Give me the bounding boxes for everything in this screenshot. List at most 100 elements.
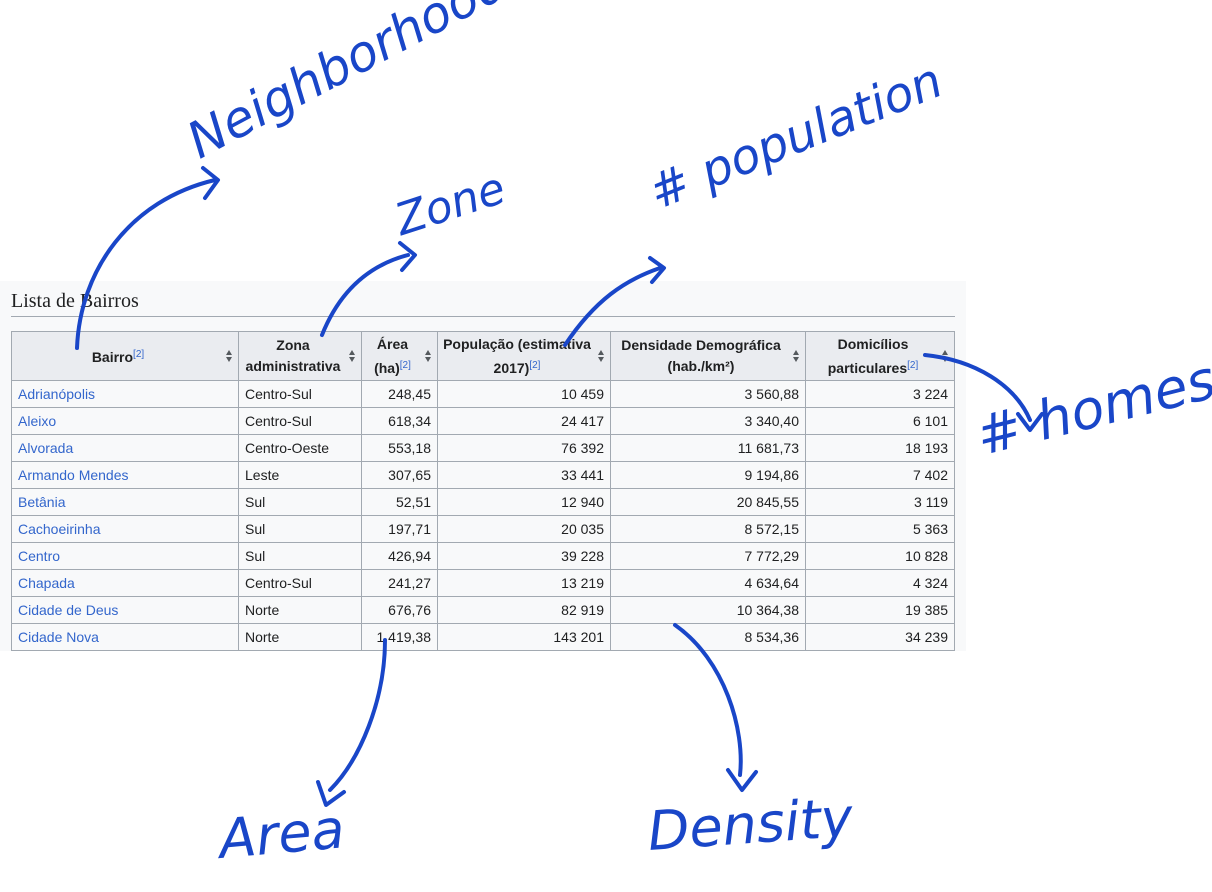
cell-densidade-demografica: 8 572,15: [610, 515, 806, 543]
cell-densidade-demografica: 3 340,40: [610, 407, 806, 435]
sort-icon[interactable]: [942, 350, 949, 362]
table-caption: Lista de Bairros: [11, 290, 139, 312]
cell-domicilios-particulares: 10 828: [805, 542, 955, 570]
cell-bairro: Armando Mendes: [11, 461, 239, 489]
cell-zona-administrativa: Norte: [238, 623, 362, 651]
cell-bairro: Cidade Nova: [11, 623, 239, 651]
cell-densidade-demografica: 11 681,73: [610, 434, 806, 462]
cell-densidade-demografica: 8 534,36: [610, 623, 806, 651]
reference-link[interactable]: [2]: [907, 359, 919, 371]
column-header-densidade-demografica[interactable]: Densidade Demográfica (hab./km²): [610, 331, 806, 381]
cell-populacao: 10 459: [437, 380, 611, 408]
cell-zona-administrativa: Norte: [238, 596, 362, 624]
cell-domicilios-particulares: 18 193: [805, 434, 955, 462]
bairro-link[interactable]: Adrianópolis: [18, 386, 96, 402]
column-header-area-ha[interactable]: Área (ha)[2]: [361, 331, 438, 381]
reference-link[interactable]: [2]: [529, 359, 541, 371]
column-header-label: População (estimativa 2017): [443, 335, 591, 376]
cell-domicilios-particulares: 7 402: [805, 461, 955, 489]
cell-zona-administrativa: Centro-Sul: [238, 569, 362, 597]
cell-area-ha: 52,51: [361, 488, 438, 516]
reference-link[interactable]: [2]: [133, 349, 145, 360]
caption-divider: [11, 316, 955, 317]
cell-populacao: 143 201: [437, 623, 611, 651]
cell-densidade-demografica: 3 560,88: [610, 380, 806, 408]
annotation-neighborhood: Neighborhood: [177, 0, 517, 171]
column-header-bairro[interactable]: Bairro[2]: [11, 331, 239, 381]
annotation-population: # population: [641, 52, 951, 222]
cell-densidade-demografica: 9 194,86: [610, 461, 806, 489]
cell-area-ha: 241,27: [361, 569, 438, 597]
column-header-label: Área (ha): [374, 335, 409, 376]
cell-area-ha: 426,94: [361, 542, 438, 570]
cell-domicilios-particulares: 4 324: [805, 569, 955, 597]
cell-populacao: 24 417: [437, 407, 611, 435]
column-header-label: Domicílios particulares: [827, 335, 909, 376]
cell-bairro: Centro: [11, 542, 239, 570]
cell-area-ha: 307,65: [361, 461, 438, 489]
cell-densidade-demografica: 7 772,29: [610, 542, 806, 570]
column-header-populacao[interactable]: População (estimativa 2017)[2]: [437, 331, 611, 381]
annotation-area: Area: [216, 797, 347, 871]
screenshot-edge: [0, 651, 1212, 892]
cell-zona-administrativa: Centro-Sul: [238, 407, 362, 435]
annotation-homes: # homes: [969, 347, 1212, 468]
annotation-zone: Zone: [389, 162, 512, 246]
cell-populacao: 33 441: [437, 461, 611, 489]
bairro-link[interactable]: Chapada: [18, 575, 75, 591]
cell-domicilios-particulares: 3 224: [805, 380, 955, 408]
cell-bairro: Aleixo: [11, 407, 239, 435]
cell-domicilios-particulares: 5 363: [805, 515, 955, 543]
column-header-label: Densidade Demográfica (hab./km²): [621, 337, 781, 374]
cell-bairro: Adrianópolis: [11, 380, 239, 408]
bairro-link[interactable]: Aleixo: [18, 413, 57, 429]
cell-bairro: Alvorada: [11, 434, 239, 462]
cell-zona-administrativa: Leste: [238, 461, 362, 489]
bairro-link[interactable]: Centro: [18, 548, 61, 564]
cell-area-ha: 1 419,38: [361, 623, 438, 651]
bairro-link[interactable]: Armando Mendes: [18, 467, 129, 483]
sort-icon[interactable]: [598, 350, 605, 362]
bairro-link[interactable]: Cidade Nova: [18, 629, 99, 645]
bairro-link[interactable]: Alvorada: [18, 440, 74, 456]
sort-icon[interactable]: [793, 350, 800, 362]
cell-area-ha: 197,71: [361, 515, 438, 543]
cell-area-ha: 676,76: [361, 596, 438, 624]
cell-populacao: 82 919: [437, 596, 611, 624]
column-header-label: Zona administrativa: [245, 337, 341, 374]
bairro-link[interactable]: Cidade de Deus: [18, 602, 119, 618]
column-header-zona-administrativa[interactable]: Zona administrativa: [238, 331, 362, 381]
cell-densidade-demografica: 10 364,38: [610, 596, 806, 624]
cell-densidade-demografica: 20 845,55: [610, 488, 806, 516]
sort-icon[interactable]: [425, 350, 432, 362]
cell-zona-administrativa: Sul: [238, 488, 362, 516]
cell-bairro: Chapada: [11, 569, 239, 597]
bairro-link[interactable]: Cachoeirinha: [18, 521, 101, 537]
sort-icon[interactable]: [349, 350, 356, 362]
sort-icon[interactable]: [226, 350, 233, 362]
cell-domicilios-particulares: 34 239: [805, 623, 955, 651]
reference-link[interactable]: [2]: [399, 359, 411, 371]
cell-populacao: 76 392: [437, 434, 611, 462]
bairro-link[interactable]: Betânia: [18, 494, 66, 510]
cell-zona-administrativa: Centro-Sul: [238, 380, 362, 408]
cell-domicilios-particulares: 3 119: [805, 488, 955, 516]
cell-area-ha: 618,34: [361, 407, 438, 435]
cell-domicilios-particulares: 19 385: [805, 596, 955, 624]
column-header-domicilios-particulares[interactable]: Domicílios particulares[2]: [805, 331, 955, 381]
column-header-label: Bairro: [91, 349, 134, 365]
cell-bairro: Cidade de Deus: [11, 596, 239, 624]
cell-domicilios-particulares: 6 101: [805, 407, 955, 435]
cell-populacao: 20 035: [437, 515, 611, 543]
cell-populacao: 39 228: [437, 542, 611, 570]
